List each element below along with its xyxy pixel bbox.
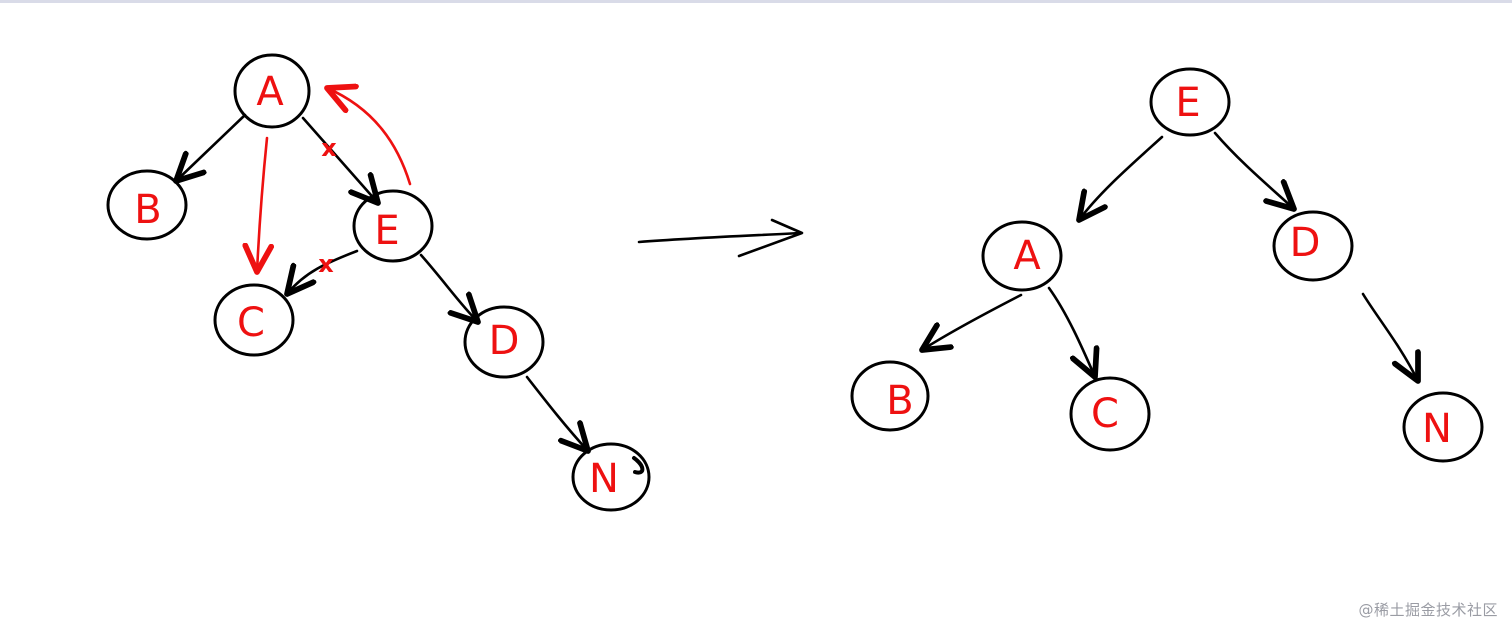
after-node-e-label: E	[1175, 80, 1200, 126]
edge-e-to-c	[287, 249, 359, 294]
before-node-d: D	[463, 305, 545, 379]
edge-d-to-n	[1361, 292, 1418, 381]
red-arrow-a-to-c	[257, 136, 267, 272]
before-node-e-label: E	[374, 208, 399, 254]
before-node-b-label: B	[134, 187, 161, 233]
before-node-c: C	[213, 283, 295, 357]
before-node-d-label: D	[489, 318, 520, 364]
edge-e-to-d	[1213, 131, 1294, 209]
after-node-a: A	[981, 220, 1063, 292]
after-edges	[922, 131, 1418, 381]
pen-dot-mark	[632, 456, 645, 475]
after-node-b-circle	[850, 360, 930, 432]
after-node-c-circle	[1069, 376, 1151, 452]
before-node-e: E	[352, 189, 434, 263]
after-node-b: B	[850, 360, 930, 432]
after-node-e: E	[1149, 67, 1231, 137]
before-node-a-circle	[233, 53, 311, 129]
cross-mark-a-e: x	[321, 134, 337, 162]
before-node-c-circle	[213, 283, 295, 357]
after-node-a-circle	[981, 220, 1063, 292]
before-annotations: x x	[257, 88, 645, 475]
edge-a-to-c	[1047, 286, 1095, 377]
before-node-b-circle	[106, 169, 188, 241]
before-node-e-circle	[352, 189, 434, 263]
after-node-b-label: B	[886, 378, 913, 424]
before-node-d-circle	[463, 305, 545, 379]
after-node-d-circle	[1272, 210, 1354, 282]
edge-d-to-n	[525, 375, 588, 451]
edge-a-to-e	[301, 116, 378, 203]
transform-arrow	[637, 218, 804, 258]
edge-a-to-b	[176, 113, 247, 181]
before-node-a-label: A	[256, 69, 284, 115]
before-node-n-label: N	[589, 456, 619, 502]
watermark: @稀土掘金技术社区	[1358, 601, 1498, 619]
after-node-c-label: C	[1091, 391, 1119, 437]
red-arrow-e-to-a	[327, 88, 412, 186]
before-edges	[176, 113, 588, 451]
after-tree: E A D B C N	[850, 67, 1484, 463]
after-node-c: C	[1069, 376, 1151, 452]
edge-a-to-b	[922, 293, 1023, 350]
after-node-d: D	[1272, 210, 1354, 282]
after-node-n: N	[1402, 391, 1484, 463]
before-tree: x x A B E C D N	[106, 53, 651, 512]
before-node-b: B	[106, 169, 188, 241]
before-node-a: A	[233, 53, 311, 129]
before-node-c-label: C	[237, 300, 265, 346]
after-node-n-label: N	[1422, 406, 1452, 452]
after-node-n-circle	[1402, 391, 1484, 463]
after-node-d-label: D	[1290, 220, 1321, 266]
top-border	[0, 0, 1512, 3]
edge-e-to-a	[1079, 135, 1164, 220]
edge-e-to-d	[419, 253, 478, 322]
before-node-n: N	[571, 442, 651, 512]
before-node-n-circle	[571, 442, 651, 512]
after-node-e-circle	[1149, 67, 1231, 137]
after-node-a-label: A	[1013, 233, 1041, 279]
cross-mark-e-c: x	[318, 250, 334, 278]
